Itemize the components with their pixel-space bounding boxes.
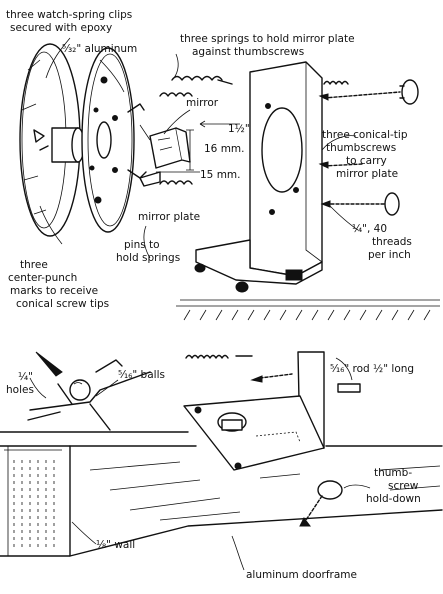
label-holddown-1: thumb- [374, 467, 412, 479]
bottom-bracket [183, 351, 325, 471]
thumbscrew-lower [320, 192, 400, 216]
aluminum-disk-front [81, 47, 135, 233]
label-threads-2: threads [372, 236, 412, 248]
label-clips-1: three watch-spring clips [6, 9, 132, 21]
label-holddown-2: screw [388, 480, 419, 492]
ball [235, 281, 249, 293]
ground-line [176, 299, 440, 307]
label-aluminum: ⁵⁄₃₂" aluminum [62, 43, 137, 55]
bracket-hole [261, 107, 303, 193]
center-hole [96, 121, 112, 159]
ball-detail [27, 351, 151, 431]
label-springs-2: against thumbscrews [192, 46, 304, 58]
label-pins-2: hold springs [116, 252, 180, 264]
label-conical-4: mirror plate [336, 168, 398, 180]
top-spring [171, 75, 223, 81]
thumbscrew-upper [318, 79, 419, 105]
mirror-element [149, 127, 191, 169]
label-doorframe: aluminum doorframe [246, 569, 357, 581]
screw-upper [259, 373, 293, 379]
label-pins-1: pins to [124, 239, 160, 251]
aluminum-disk-back [19, 43, 85, 237]
dim-15-line [199, 120, 240, 128]
label-holes-1: ¼" [18, 371, 33, 383]
ball [194, 263, 206, 273]
l-bracket [194, 61, 323, 293]
mirror-plate-piece [139, 171, 161, 187]
bottom-spring [185, 354, 229, 359]
rod [285, 269, 303, 281]
label-marks-3: marks to receive [10, 285, 98, 297]
label-wall: ⅛" wall [96, 539, 135, 551]
right-spring [323, 80, 349, 85]
dim-16mm-line [186, 129, 194, 171]
rod-piece [337, 383, 361, 393]
label-dim-1-5: 1½" [228, 123, 250, 135]
spring [159, 180, 193, 185]
spring [159, 92, 193, 97]
label-mirror: mirror [186, 97, 219, 109]
label-holes-2: holes [6, 384, 34, 396]
label-dim-16mm: 16 mm. [204, 143, 245, 155]
label-threads-3: per inch [368, 249, 411, 261]
label-rod: ⁵⁄₁₆" rod ½" long [330, 363, 414, 375]
clips-pointer [45, 37, 71, 79]
label-holddown-3: hold-down [366, 493, 421, 505]
doorframe-tube [0, 431, 443, 557]
label-clips-2: secured with epoxy [10, 22, 112, 34]
label-springs-1: three springs to hold mirror plate [180, 33, 355, 45]
label-conical-3: to carry [346, 155, 387, 167]
label-marks-4: conical screw tips [16, 298, 109, 310]
label-conical-2: thumbscrews [326, 142, 396, 154]
thumbscrew-holddown [299, 480, 343, 527]
label-dim-15mm: 15 mm. [200, 169, 241, 181]
label-threads-1: ¼", 40 [352, 223, 387, 235]
label-marks-2: center-punch [8, 272, 77, 284]
label-mirror-plate: mirror plate [138, 211, 200, 223]
label-marks-1: three [20, 259, 48, 271]
label-balls: ⁵⁄₁₆" balls [118, 369, 165, 381]
thumbscrew-mid [318, 161, 363, 169]
label-conical-1: three conical-tip [322, 129, 408, 141]
